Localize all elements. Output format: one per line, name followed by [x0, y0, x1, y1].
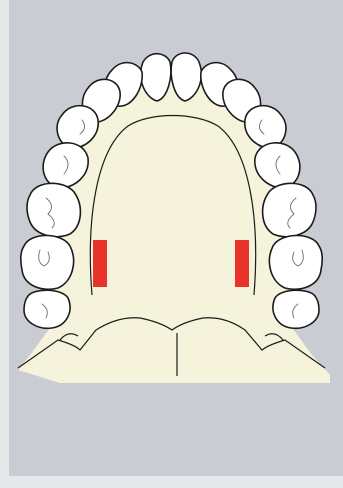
right-first-molar-tooth: [263, 183, 316, 236]
left-red-marker: [93, 240, 107, 287]
left-second-molar-tooth: [21, 236, 74, 290]
right-third-molar-tooth: [273, 290, 319, 328]
left-first-molar-tooth: [27, 183, 80, 236]
left-third-molar-tooth: [24, 290, 70, 328]
right-red-marker: [235, 240, 249, 287]
right-second-molar-tooth: [269, 236, 322, 290]
